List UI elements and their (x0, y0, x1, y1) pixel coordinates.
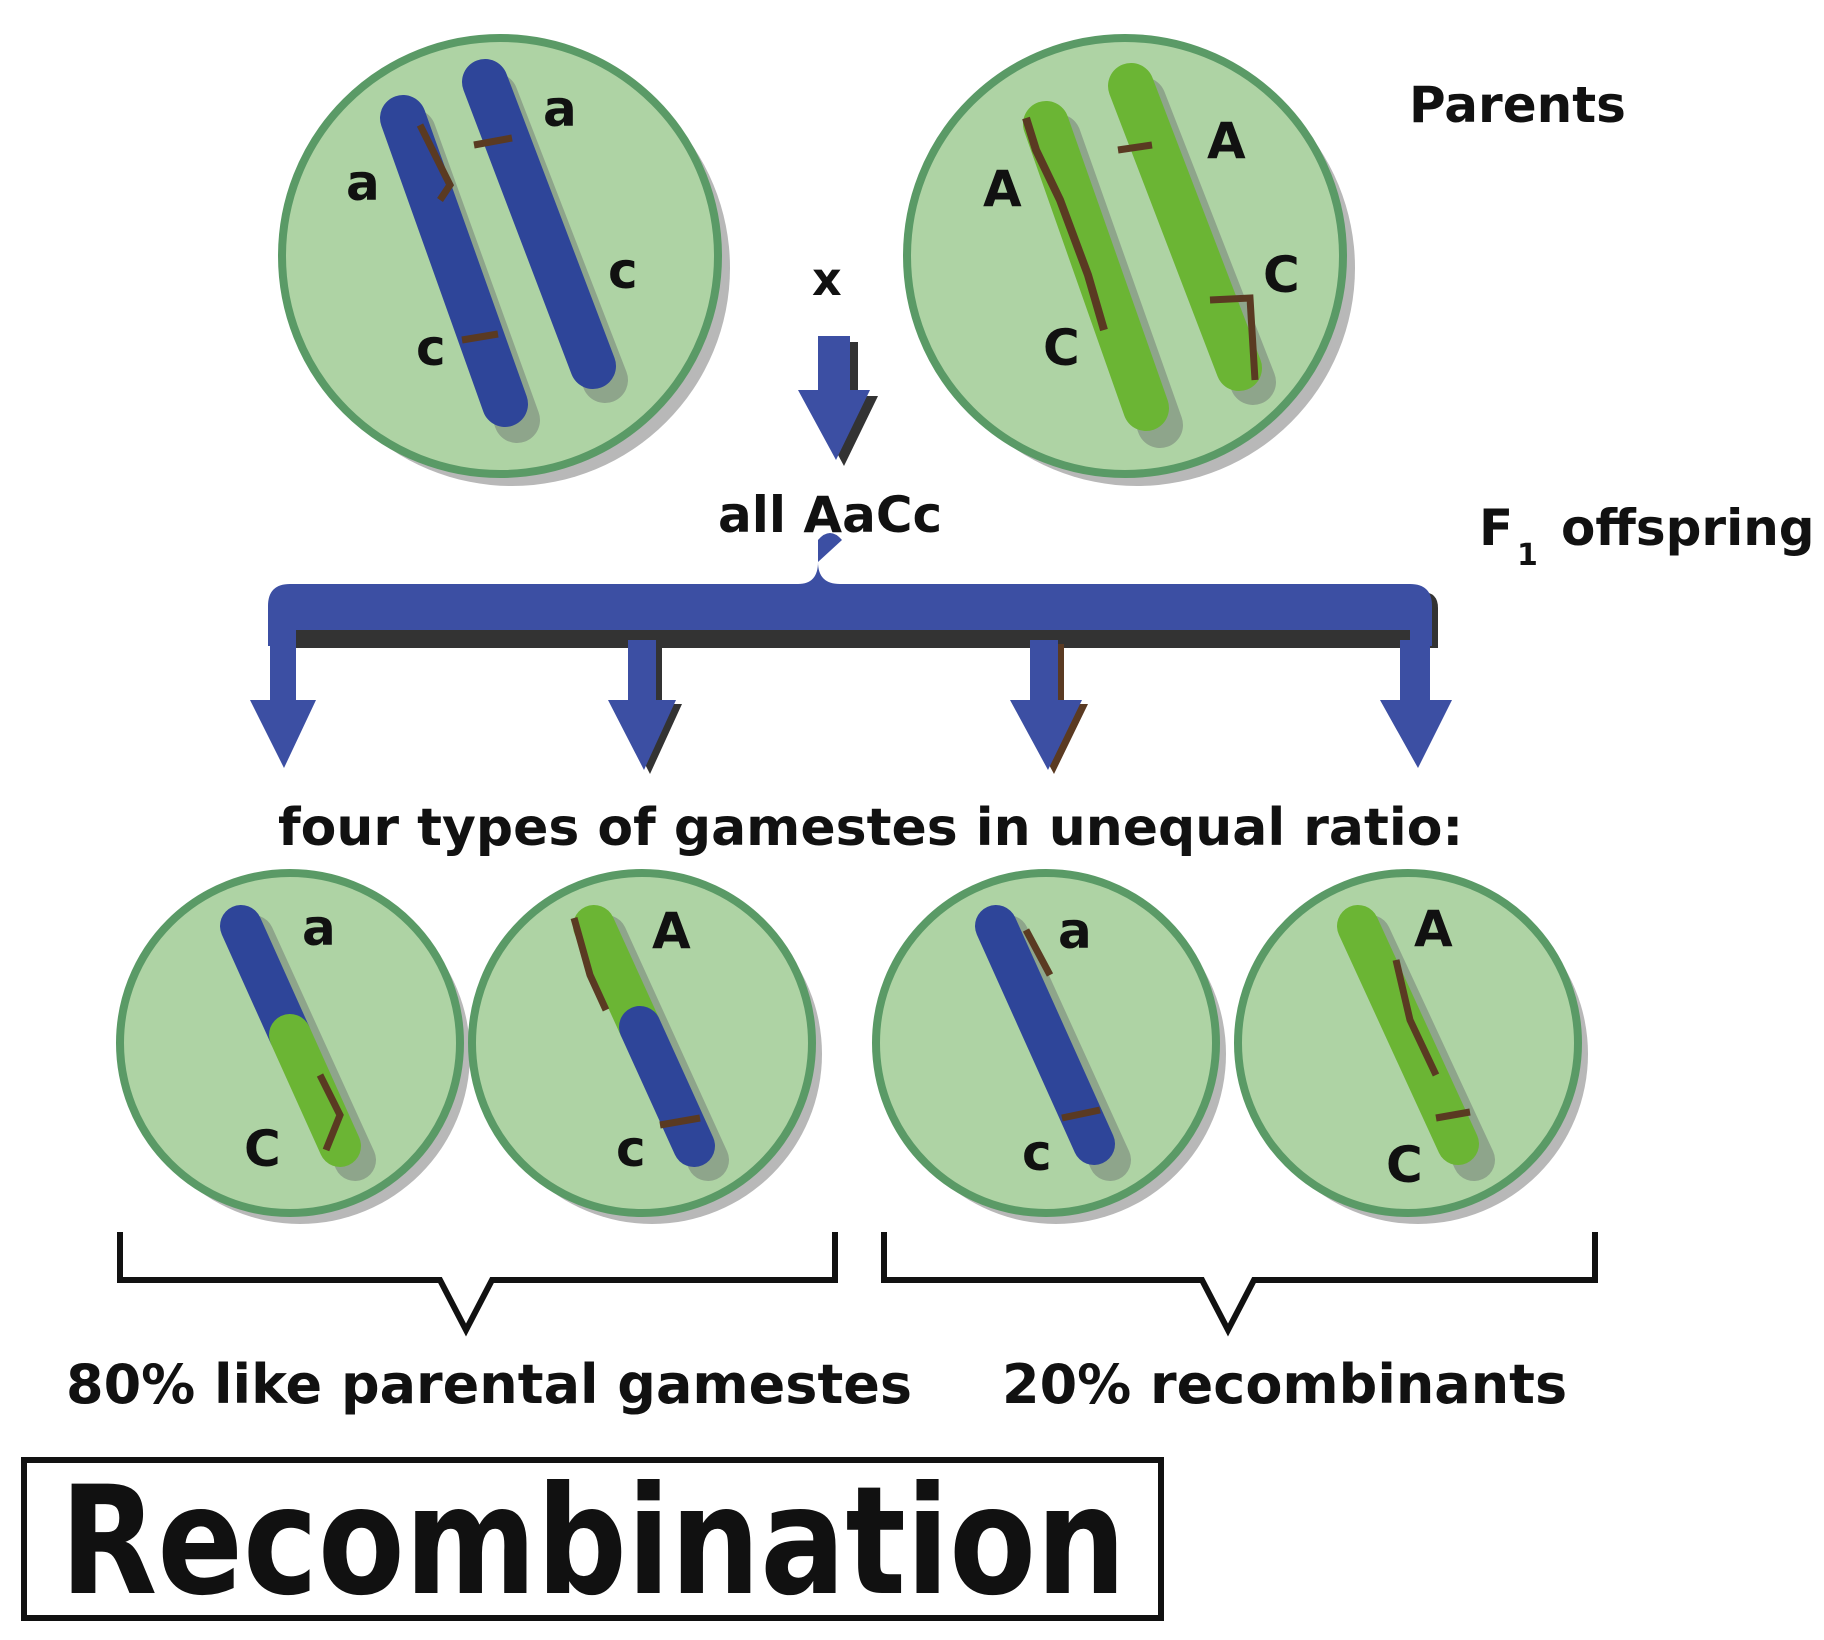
gamete-cell-2: A c (468, 869, 822, 1224)
branch-arrow-2 (608, 640, 676, 770)
allele-label: A (983, 160, 1022, 218)
allele-label: C (1043, 319, 1080, 377)
gamete-allele-bottom: C (1386, 1136, 1423, 1194)
f1-label-subscript: 1 (1517, 538, 1538, 573)
parent-cell-left: a a c c (278, 34, 730, 486)
gamete-cell-3: a c (872, 869, 1226, 1224)
blue-chromosome (380, 95, 528, 427)
gene-locus-mark (416, 123, 455, 202)
gene-locus-mark (1209, 294, 1259, 381)
cross-arrow (798, 336, 878, 466)
gene-locus-mark (316, 1073, 344, 1152)
arrow-bar (268, 533, 1432, 646)
page-title: Recombination (60, 1455, 1126, 1629)
gene-locus-mark (659, 1114, 701, 1129)
gene-locus-mark (1117, 141, 1153, 154)
gene-locus-mark (570, 917, 610, 1012)
blue-chromosome (462, 59, 616, 389)
title-frame (21, 1457, 1164, 1621)
gamete-allele-top: a (1058, 902, 1092, 960)
gamete-cell-1: a C (116, 869, 470, 1224)
allele-label: c (608, 242, 638, 300)
f1-offspring-label: F 1 offspring (1479, 499, 1815, 573)
gametes-heading: four types of gamestes in unequal ratio: (278, 798, 1463, 858)
green-chromosome (1337, 905, 1479, 1165)
down-arrow (798, 336, 870, 460)
branching-arrow (250, 533, 1452, 774)
allele-label: A (1207, 112, 1246, 170)
allele-label: a (346, 154, 380, 212)
parental-bracket (117, 1232, 838, 1337)
gene-locus-mark (1435, 1108, 1471, 1122)
allele-label: c (416, 319, 446, 377)
gamete-allele-bottom: C (244, 1120, 281, 1178)
branch-arrow-3 (1010, 640, 1082, 770)
parental-gametes-label: 80% like parental gamestes (66, 1353, 912, 1416)
gene-locus-mark (1392, 959, 1440, 1077)
gene-locus-mark (1061, 1106, 1101, 1122)
f1-label-suffix: offspring (1561, 499, 1815, 557)
gene-locus-mark (1022, 116, 1108, 332)
allele-label: a (543, 80, 577, 138)
gamete-allele-top: A (652, 902, 691, 960)
blue-chromosome (975, 905, 1115, 1165)
gamete-allele-bottom: c (1022, 1124, 1052, 1182)
blue-chromosome-segment (619, 1006, 715, 1167)
gene-locus-mark (1022, 928, 1054, 977)
green-chromosome (1023, 101, 1169, 431)
gene-locus-mark (473, 134, 513, 149)
recombinants-label: 20% recombinants (1002, 1353, 1567, 1416)
cross-symbol: x (812, 252, 842, 306)
gene-locus-mark (461, 330, 499, 344)
recombinant-bracket (881, 1232, 1598, 1337)
parents-label: Parents (1409, 76, 1626, 134)
f1-label-prefix: F (1479, 499, 1513, 557)
allele-label: C (1263, 246, 1300, 304)
parent-cell-right: A A C C (903, 34, 1355, 486)
branch-arrow-1 (250, 640, 316, 768)
gamete-allele-top: A (1414, 900, 1453, 958)
gamete-cell-4: A C (1234, 869, 1588, 1224)
gamete-allele-top: a (302, 899, 336, 957)
branch-arrow-4 (1380, 640, 1452, 768)
green-chromosome (1108, 63, 1262, 391)
gamete-allele-bottom: c (616, 1120, 646, 1178)
